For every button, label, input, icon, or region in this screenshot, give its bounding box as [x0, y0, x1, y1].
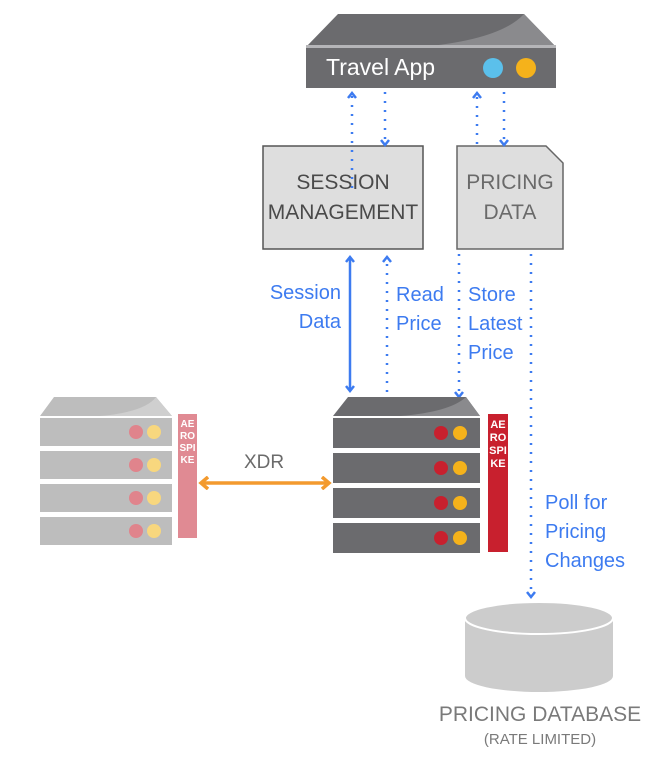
- session-management-line2: MANAGEMENT: [267, 201, 419, 224]
- cylinder-top: [464, 601, 614, 635]
- pricing-data-line1: PRICING: [466, 171, 554, 194]
- store-latest-price-line3: Price: [468, 342, 514, 364]
- aerospike-brand-text: AEROSPIKE: [489, 419, 507, 470]
- session-management-box: [262, 145, 424, 250]
- pricing-data-label: PRICING DATA: [457, 168, 563, 228]
- led-red: [434, 531, 448, 545]
- aerospike-brand-band-faded: [178, 414, 197, 538]
- store-latest-price-line2: Latest: [468, 313, 523, 335]
- led-yellow: [453, 426, 467, 440]
- led-yellow-faded: [147, 491, 161, 505]
- travel-app-edge: [306, 45, 556, 48]
- poll-line3: Changes: [545, 550, 626, 572]
- session-data-label: Session Data: [255, 279, 341, 337]
- read-price-line1: Read: [396, 284, 444, 306]
- pricing-database-title: PRICING DATABASE: [438, 703, 642, 726]
- led-red-faded: [129, 524, 143, 538]
- led-red: [434, 461, 448, 475]
- led-red: [434, 426, 448, 440]
- led-yellow-faded: [147, 524, 161, 538]
- led-yellow: [453, 496, 467, 510]
- status-light-orange: [516, 58, 536, 78]
- travel-app-server: [306, 14, 556, 88]
- led-red-faded: [129, 425, 143, 439]
- session-management-line1: SESSION: [296, 171, 390, 194]
- store-latest-price-label: Store Latest Price: [468, 281, 522, 368]
- travel-app-body: [306, 48, 556, 88]
- pricing-database-cylinder: [464, 601, 614, 692]
- primary-aerospike-cluster: [333, 397, 508, 553]
- led-red-faded: [129, 458, 143, 472]
- cylinder-body: [465, 618, 613, 692]
- aerospike-brand-text-faded: AEROSPIKE: [179, 419, 196, 466]
- travel-app-top-highlight: [420, 14, 556, 47]
- session-data-line2: Data: [298, 311, 341, 333]
- read-price-line2: Price: [396, 313, 442, 335]
- poll-line1: Poll for: [545, 492, 608, 514]
- pricing-data-document: [456, 145, 564, 250]
- aerospike-brand-band: [488, 414, 508, 552]
- xdr-label: XDR: [244, 452, 285, 473]
- session-data-line1: Session: [269, 282, 341, 304]
- status-light-blue: [483, 58, 503, 78]
- poll-pricing-changes-label: Poll for Pricing Changes: [545, 489, 625, 576]
- pricing-database-subtitle: (RATE LIMITED): [483, 731, 597, 748]
- travel-app-title: Travel App: [326, 54, 436, 80]
- read-price-label: Read Price: [396, 281, 444, 339]
- session-management-label: SESSION MANAGEMENT: [263, 168, 423, 228]
- replica-aerospike-cluster: [40, 397, 197, 545]
- led-red: [434, 496, 448, 510]
- pricing-data-line2: DATA: [483, 201, 537, 224]
- store-latest-price-line1: Store: [468, 284, 516, 306]
- poll-line2: Pricing: [545, 521, 607, 543]
- led-yellow-faded: [147, 425, 161, 439]
- led-yellow: [453, 461, 467, 475]
- led-red-faded: [129, 491, 143, 505]
- led-yellow-faded: [147, 458, 161, 472]
- led-yellow: [453, 531, 467, 545]
